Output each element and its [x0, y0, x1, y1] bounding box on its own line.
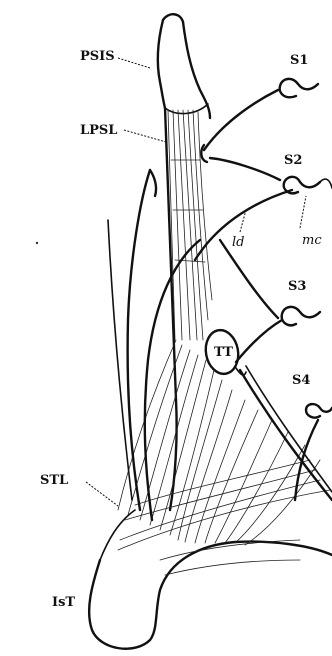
label-stl: STL [40, 473, 68, 488]
s4-foramen [306, 404, 332, 418]
label-mc: mc [302, 233, 322, 248]
label-s4: S4 [292, 373, 310, 388]
stray-dot [36, 242, 38, 244]
pelvic-bone-outline [89, 14, 332, 648]
label-psis: PSIS [80, 49, 115, 64]
label-lpsl: LPSL [80, 123, 117, 138]
label-s3: S3 [288, 279, 306, 294]
s1-foramen [280, 79, 318, 97]
lpsl-fibers [168, 110, 212, 340]
s3-foramen [282, 307, 320, 325]
label-ld: ld [232, 235, 244, 250]
sacral-foramina [280, 79, 332, 418]
label-s1: S1 [290, 53, 308, 68]
label-ist: IsT [52, 595, 75, 610]
label-s2: S2 [284, 153, 302, 168]
long-strands [108, 170, 200, 520]
label-tt: TT [214, 345, 233, 360]
label-leaders [86, 58, 306, 506]
